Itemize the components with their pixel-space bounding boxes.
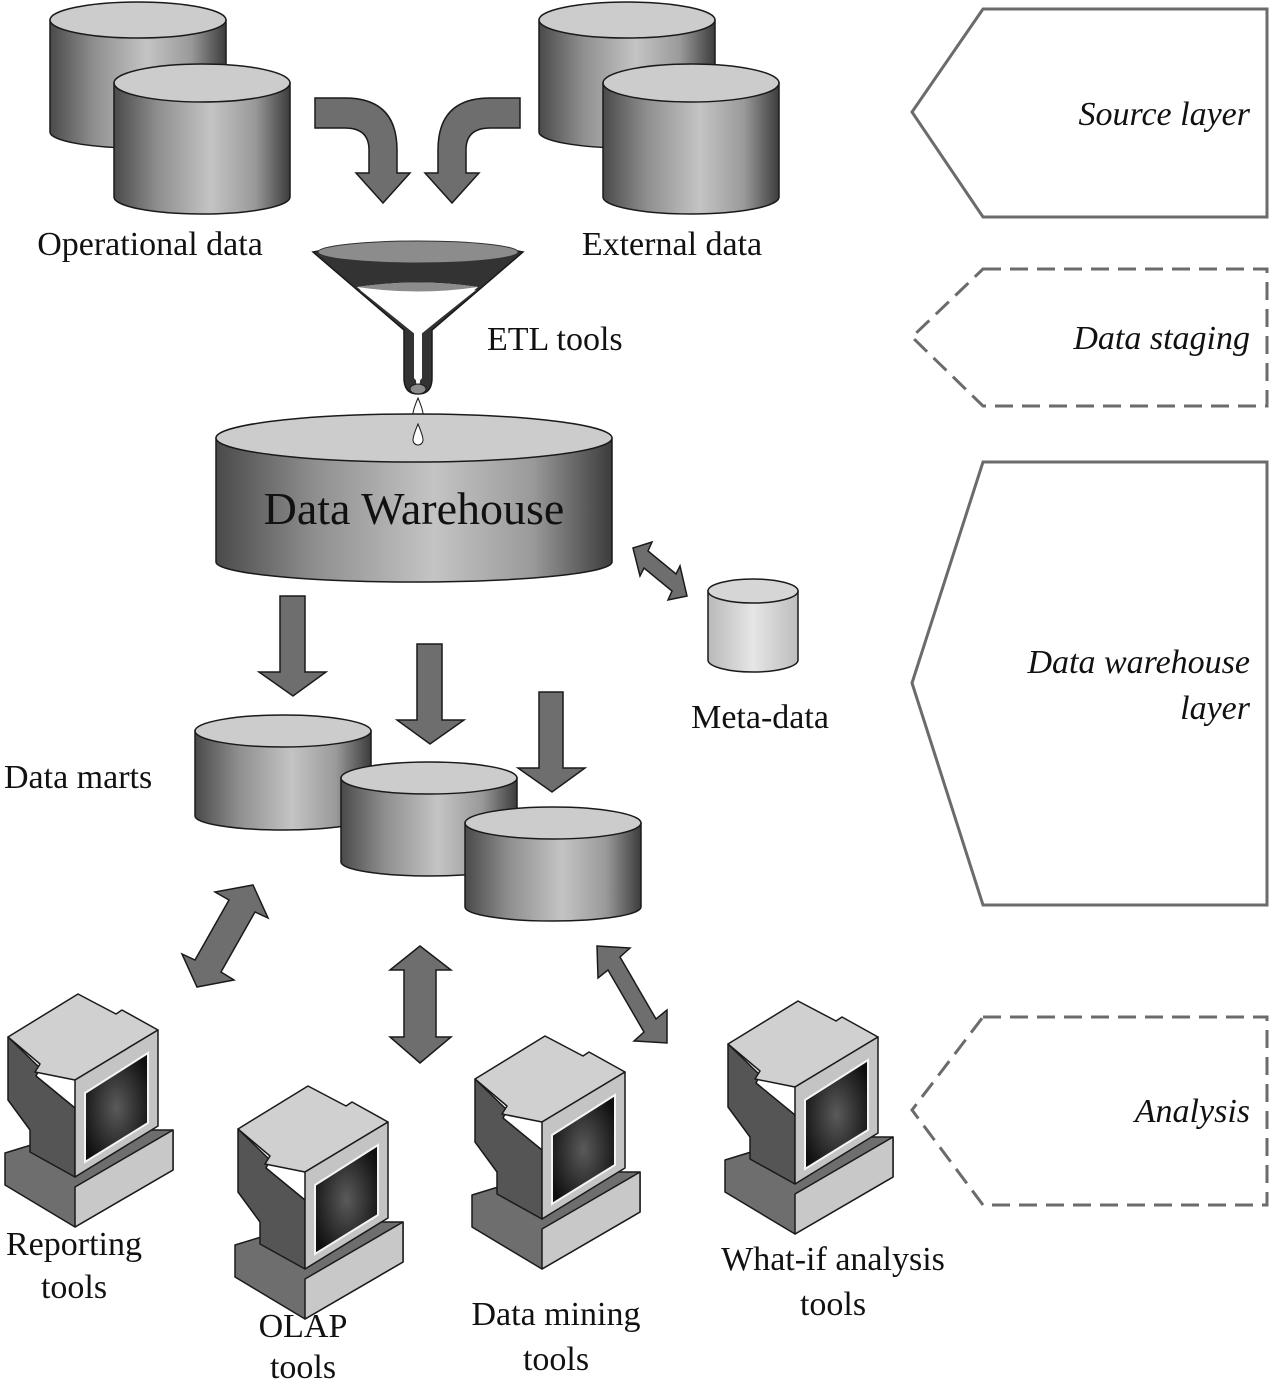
data-mining-tools-label-line1: Data mining <box>471 1296 640 1333</box>
layer-shape-analysis <box>910 1015 1269 1207</box>
whatif-tools-label-line1: What-if analysis <box>721 1241 945 1278</box>
computer-icon <box>724 1000 894 1235</box>
layer-label-staging: Data staging <box>1072 320 1250 357</box>
metadata-label: Meta-data <box>691 699 829 736</box>
operational-data-cylinders <box>49 1 291 215</box>
data-warehouse-cylinder-icon <box>215 413 613 583</box>
olap-tools-label-line2: tools <box>270 1349 336 1382</box>
curved-arrow-down-right-icon <box>314 97 412 205</box>
database-cylinder-icon <box>602 63 780 215</box>
metadata-cylinder-icon <box>707 578 799 673</box>
layer-data-warehouse: Data warehouse layer <box>910 460 1269 907</box>
data-marts-label: Data marts <box>4 759 152 796</box>
computer-icon <box>471 1035 641 1270</box>
double-arrow-reporting-icon <box>180 884 270 988</box>
double-arrow-metadata-icon <box>632 540 688 602</box>
database-cylinder-icon <box>113 63 291 215</box>
etl-funnel-icon <box>311 240 525 443</box>
layer-staging: Data staging <box>909 267 1269 408</box>
whatif-tools-label-line2: tools <box>800 1286 866 1323</box>
layer-shape-staging <box>909 267 1269 408</box>
data-mart-cylinder-icon <box>464 806 642 922</box>
layer-label-analysis: Analysis <box>1133 1093 1250 1130</box>
external-data-cylinders <box>538 1 780 215</box>
arrow-down-icon <box>394 643 467 745</box>
computer-icon <box>4 993 174 1228</box>
arrow-down-icon <box>256 595 329 697</box>
layer-shape-source <box>910 7 1269 219</box>
operational-data-label: Operational data <box>37 226 263 263</box>
data-mining-tools-label-line2: tools <box>523 1341 589 1378</box>
olap-tools-label-line1: OLAP <box>259 1308 348 1345</box>
data-warehouse-label: Data Warehouse <box>264 483 565 534</box>
etl-tools-label: ETL tools <box>487 321 623 358</box>
curved-arrow-down-left-icon <box>423 97 521 205</box>
computer-icon <box>234 1085 404 1320</box>
external-data-label: External data <box>582 226 762 263</box>
layer-analysis: Analysis <box>910 1015 1269 1207</box>
reporting-tools-label-line2: tools <box>41 1269 107 1306</box>
layer-label-dw-line1: Data warehouse <box>1026 644 1250 681</box>
layer-label-dw-line2: layer <box>1180 690 1251 727</box>
data-mart-cylinder-icon <box>194 714 372 831</box>
layer-source: Source layer <box>910 7 1269 219</box>
double-arrow-olap-icon <box>387 945 454 1064</box>
double-arrow-whatif-icon <box>596 945 668 1044</box>
layer-shape-dw <box>910 460 1269 907</box>
reporting-tools-label-line1: Reporting <box>6 1226 142 1263</box>
layer-label-source: Source layer <box>1078 96 1250 133</box>
arrow-down-icon <box>515 691 588 793</box>
